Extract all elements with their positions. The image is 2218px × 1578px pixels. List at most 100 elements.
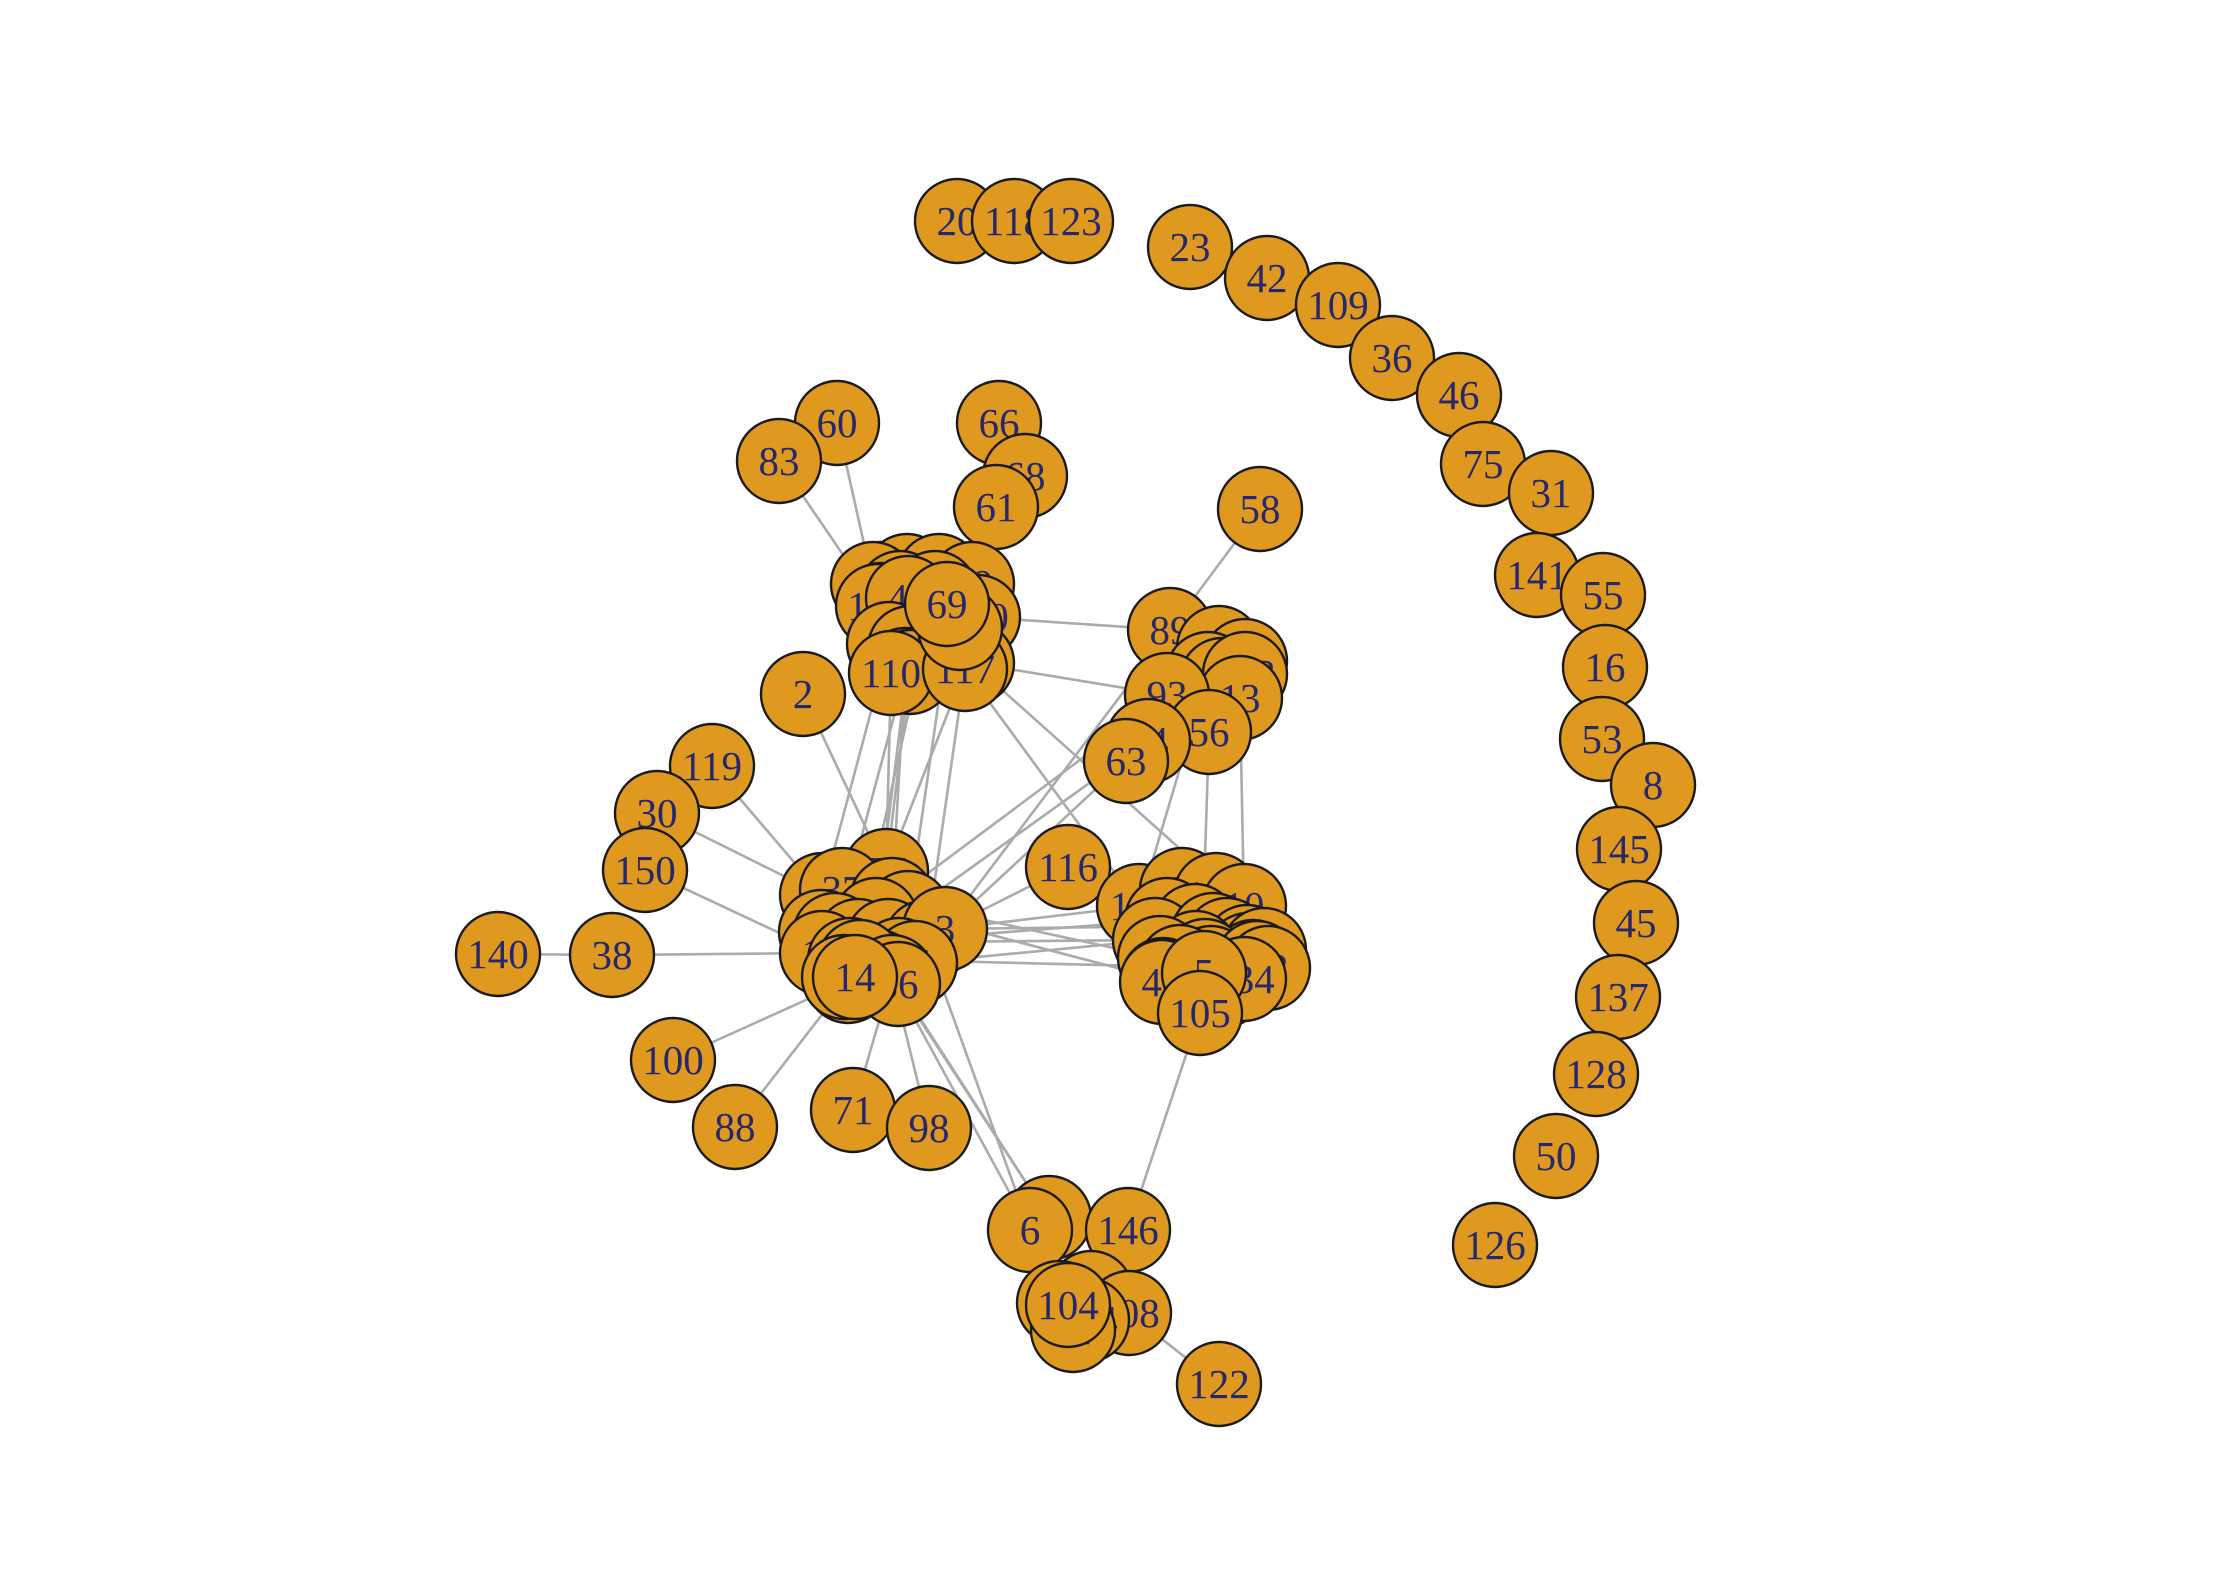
node-label: 50 bbox=[1536, 1133, 1577, 1179]
node-label: 63 bbox=[1106, 738, 1147, 784]
node-label: 31 bbox=[1531, 470, 1572, 516]
node-circle bbox=[1024, 1261, 1112, 1349]
node-circle bbox=[454, 910, 542, 998]
node-label: 14 bbox=[835, 954, 876, 1000]
node-label: 2 bbox=[793, 671, 814, 717]
node-label: 110 bbox=[861, 650, 921, 696]
node-circle bbox=[1146, 203, 1234, 291]
node-150: 150 bbox=[601, 826, 689, 914]
node-45: 45 bbox=[1592, 879, 1680, 967]
node-55: 55 bbox=[1559, 551, 1647, 639]
node-circle bbox=[1451, 1201, 1539, 1289]
node-label: 42 bbox=[1247, 255, 1288, 301]
node-circle bbox=[903, 560, 991, 648]
node-label: 140 bbox=[467, 931, 529, 977]
node-83: 83 bbox=[735, 417, 823, 505]
node-circle bbox=[1027, 177, 1115, 265]
node-label: 137 bbox=[1587, 974, 1649, 1020]
node-circle bbox=[811, 933, 899, 1021]
node-69: 69 bbox=[903, 560, 991, 648]
node-61: 61 bbox=[952, 463, 1040, 551]
node-label: 88 bbox=[715, 1104, 756, 1150]
node-label: 38 bbox=[592, 932, 633, 978]
node-137: 137 bbox=[1574, 953, 1662, 1041]
node-36: 36 bbox=[1348, 314, 1436, 402]
node-8: 8 bbox=[1609, 741, 1697, 829]
node-label: 45 bbox=[1616, 900, 1657, 946]
node-label: 71 bbox=[833, 1087, 874, 1133]
node-14: 14 bbox=[811, 933, 899, 1021]
node-label: 119 bbox=[682, 743, 742, 789]
node-71: 71 bbox=[809, 1066, 897, 1154]
node-126: 126 bbox=[1451, 1201, 1539, 1289]
node-circle bbox=[1156, 969, 1244, 1057]
node-circle bbox=[568, 911, 656, 999]
node-2: 2 bbox=[759, 650, 847, 738]
node-label: 109 bbox=[1307, 282, 1369, 328]
node-circle bbox=[629, 1016, 717, 1104]
node-50: 50 bbox=[1512, 1112, 1600, 1200]
node-label: 6 bbox=[1020, 1207, 1041, 1253]
node-146: 146 bbox=[1084, 1186, 1172, 1274]
node-105: 105 bbox=[1156, 969, 1244, 1057]
node-116: 116 bbox=[1024, 823, 1112, 911]
node-circle bbox=[1082, 717, 1170, 805]
node-100: 100 bbox=[629, 1016, 717, 1104]
node-109: 109 bbox=[1294, 261, 1382, 349]
node-label: 69 bbox=[927, 581, 968, 627]
node-circle bbox=[1294, 261, 1382, 349]
node-31: 31 bbox=[1507, 449, 1595, 537]
node-75: 75 bbox=[1439, 420, 1527, 508]
node-label: 128 bbox=[1565, 1051, 1627, 1097]
node-circle bbox=[1552, 1030, 1640, 1118]
node-label: 145 bbox=[1588, 826, 1650, 872]
edge-86-39 bbox=[896, 983, 1051, 1219]
node-label: 122 bbox=[1188, 1361, 1250, 1407]
node-label: 75 bbox=[1463, 441, 1504, 487]
node-label: 61 bbox=[976, 484, 1017, 530]
node-123: 123 bbox=[1027, 177, 1115, 265]
node-label: 55 bbox=[1583, 572, 1624, 618]
node-label: 20 bbox=[937, 198, 978, 244]
node-63: 63 bbox=[1082, 717, 1170, 805]
node-128: 128 bbox=[1552, 1030, 1640, 1118]
node-label: 56 bbox=[1189, 709, 1230, 755]
node-circle bbox=[691, 1083, 779, 1171]
node-6: 6 bbox=[986, 1186, 1074, 1274]
node-140: 140 bbox=[454, 910, 542, 998]
node-label: 36 bbox=[1372, 335, 1413, 381]
node-label: 83 bbox=[759, 438, 800, 484]
node-label: 123 bbox=[1040, 198, 1102, 244]
node-122: 122 bbox=[1175, 1340, 1263, 1428]
node-label: 16 bbox=[1585, 644, 1626, 690]
node-141: 141 bbox=[1493, 531, 1581, 619]
node-98: 98 bbox=[885, 1084, 973, 1172]
node-label: 146 bbox=[1097, 1207, 1159, 1253]
node-label: 23 bbox=[1170, 224, 1211, 270]
node-circle bbox=[1348, 314, 1436, 402]
node-circle bbox=[601, 826, 689, 914]
node-circle bbox=[1024, 823, 1112, 911]
node-110: 110 bbox=[847, 629, 935, 717]
node-circle bbox=[1216, 465, 1304, 553]
node-label: 98 bbox=[909, 1105, 950, 1151]
node-38: 38 bbox=[568, 911, 656, 999]
node-145: 145 bbox=[1575, 805, 1663, 893]
node-circle bbox=[1512, 1112, 1600, 1200]
node-label: 141 bbox=[1506, 552, 1568, 598]
node-104: 104 bbox=[1024, 1261, 1112, 1349]
node-label: 105 bbox=[1169, 990, 1231, 1036]
node-circle bbox=[1175, 1340, 1263, 1428]
node-label: 60 bbox=[817, 400, 858, 446]
node-label: 8 bbox=[1643, 762, 1664, 808]
node-58: 58 bbox=[1216, 465, 1304, 553]
node-16: 16 bbox=[1561, 623, 1649, 711]
node-label: 53 bbox=[1582, 716, 1623, 762]
node-circle bbox=[735, 417, 823, 505]
node-label: 126 bbox=[1464, 1222, 1526, 1268]
node-23: 23 bbox=[1146, 203, 1234, 291]
node-circle bbox=[885, 1084, 973, 1172]
node-label: 58 bbox=[1240, 486, 1281, 532]
